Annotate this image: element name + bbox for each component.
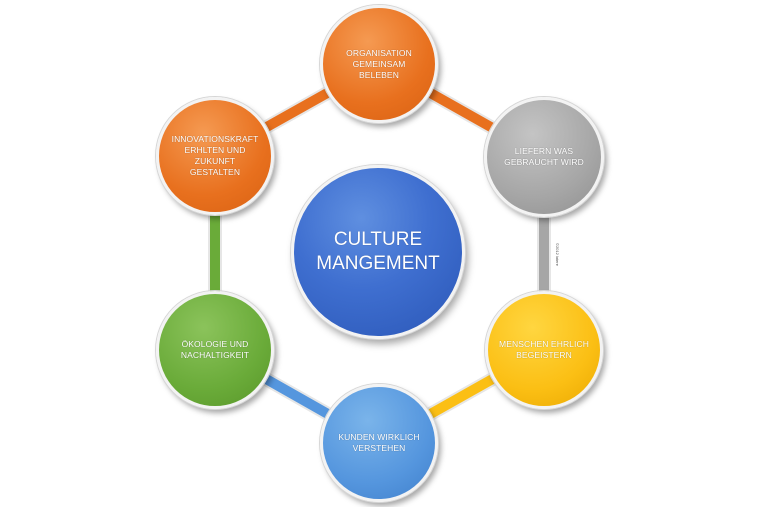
node-innovation: INNOVATIONSKRAFT ERHLTEN UND ZUKUNFT GES…: [156, 97, 274, 215]
center-node: CULTURE MANGEMENT: [291, 165, 465, 339]
copyright-note: ©2012 latere: [555, 243, 560, 266]
node-liefern: LIEFERN WAS GEBRAUCHT WIRD: [484, 97, 604, 217]
node-label-kunden: KUNDEN WIRKLICH VERSTEHEN: [338, 432, 420, 453]
node-label-organisation: ORGANISATION GEMEINSAM BELEBEN: [346, 47, 412, 80]
center-label: CULTURE MANGEMENT: [316, 229, 440, 274]
node-organisation: ORGANISATION GEMEINSAM BELEBEN: [320, 5, 438, 123]
node-oekologie: ÖKOLOGIE UND NACHALTIGKEIT: [156, 291, 274, 409]
node-kunden: KUNDEN WIRKLICH VERSTEHEN: [320, 384, 438, 502]
node-label-liefern: LIEFERN WAS GEBRAUCHT WIRD: [504, 146, 584, 167]
node-label-oekologie: ÖKOLOGIE UND NACHALTIGKEIT: [180, 339, 250, 360]
node-menschen: MENSCHEN EHRLICH BEGEISTERN: [485, 291, 603, 409]
node-label-menschen: MENSCHEN EHRLICH BEGEISTERN: [499, 339, 589, 360]
node-label-innovation: INNOVATIONSKRAFT ERHLTEN UND ZUKUNFT GES…: [171, 134, 259, 177]
